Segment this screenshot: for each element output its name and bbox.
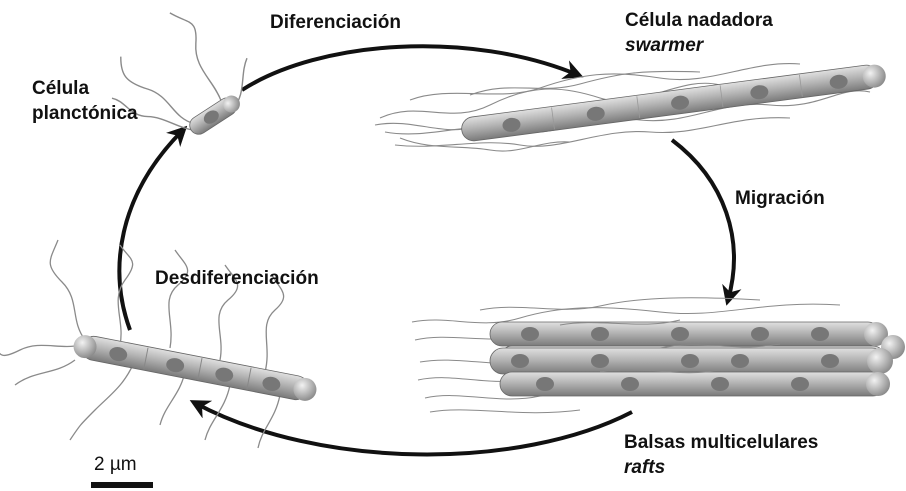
- arrow-dediff-to-planktonic: [119, 130, 183, 330]
- label-swarmer-line2: swarmer: [625, 33, 773, 58]
- scale-bar: [91, 482, 153, 488]
- label-differentiation: Diferenciación: [270, 10, 401, 35]
- label-migration: Migración: [735, 186, 825, 211]
- arrow-raft-to-dediff: [195, 403, 632, 454]
- swarmer-cell: [375, 63, 887, 151]
- label-planktonic-line2: planctónica: [32, 101, 138, 126]
- label-swarmer-line1: Célula nadadora: [625, 8, 773, 33]
- label-planktonic-line1: Célula: [32, 76, 138, 101]
- scale-bar-label: 2 µm: [94, 454, 137, 476]
- raft-bundle: [412, 298, 905, 413]
- label-rafts: Balsas multicelulares rafts: [624, 430, 818, 480]
- arrow-differentiation: [242, 46, 578, 90]
- label-planktonic: Célula planctónica: [32, 76, 138, 126]
- label-rafts-line1: Balsas multicelulares: [624, 430, 818, 455]
- label-dedifferentiation: Desdiferenciación: [155, 266, 319, 291]
- label-swarmer: Célula nadadora swarmer: [625, 8, 773, 58]
- arrow-migration: [672, 140, 734, 300]
- label-rafts-line2: rafts: [624, 455, 818, 480]
